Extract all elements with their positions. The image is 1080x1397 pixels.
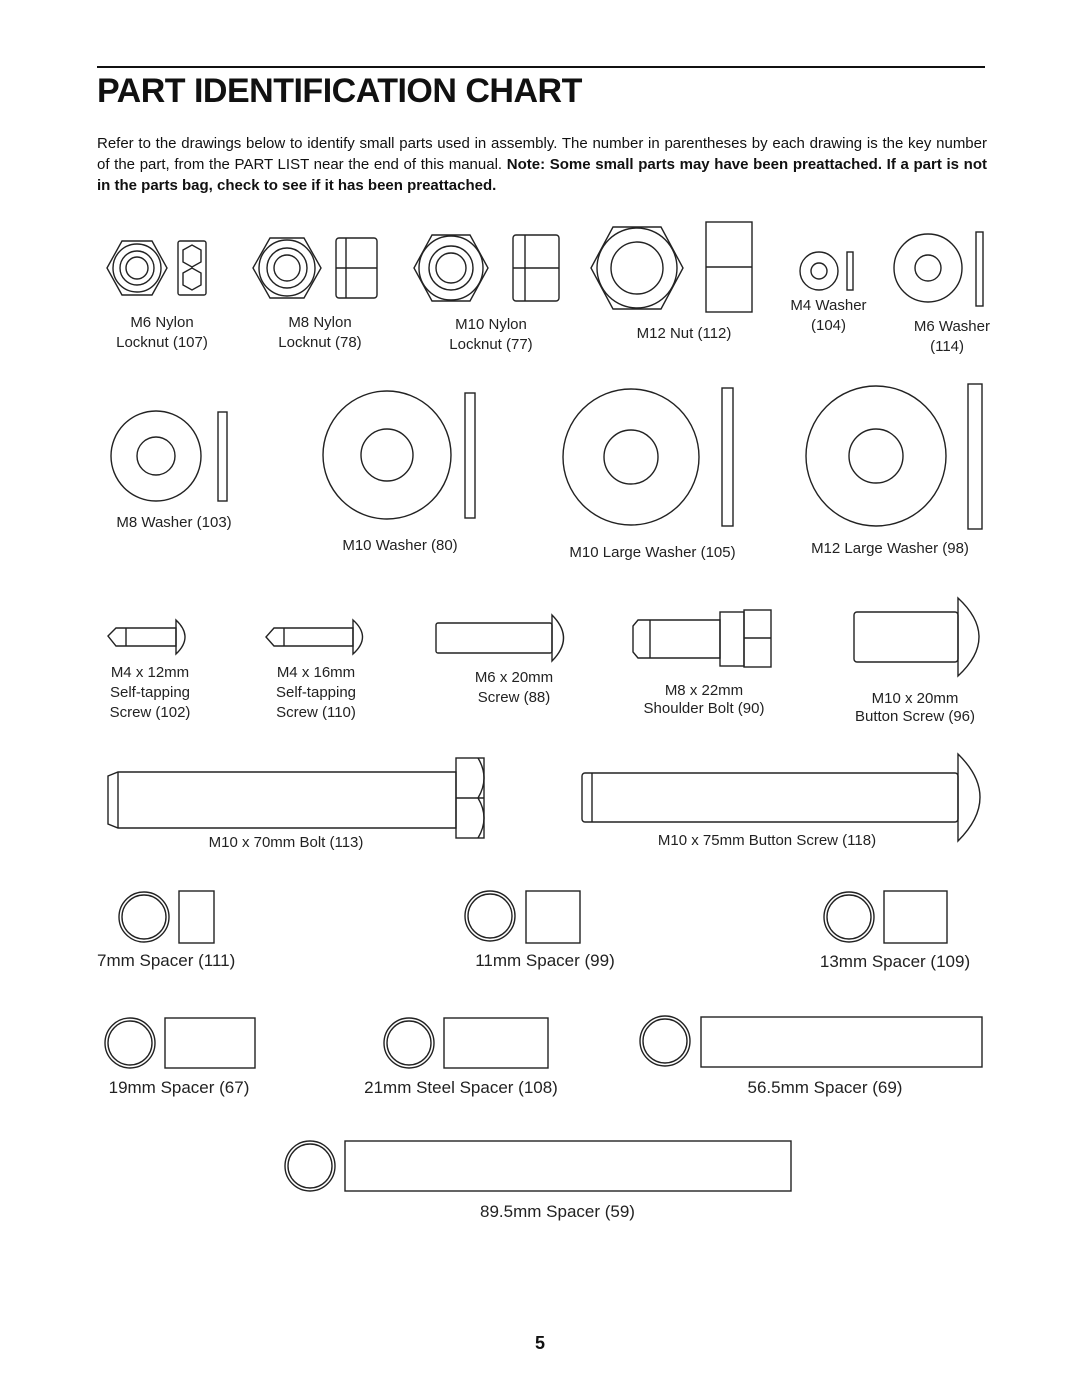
m12-large-washer-drawing: [805, 383, 983, 530]
m12-large-washer-label: M12 Large Washer (98): [811, 540, 969, 557]
m8-washer-drawing: [110, 410, 228, 502]
intro-text: Refer to the drawings below to identify …: [97, 135, 987, 173]
title-rule: [97, 66, 985, 68]
spacer-13mm-drawing: [823, 890, 948, 944]
m4-washer-drawing: [799, 251, 854, 291]
page-title: PART IDENTIFICATION CHART: [97, 72, 582, 110]
m4x12-screw-drawing: [107, 618, 186, 656]
intro-note: Note: Some small parts may have been pre…: [97, 156, 987, 194]
m8-nylon-locknut-drawing: [252, 237, 378, 299]
spacer-89-5mm-label: 89.5mm Spacer (59): [480, 1202, 635, 1221]
m10x75-button-screw-label: M10 x 75mm Button Screw (118): [657, 832, 877, 849]
spacer-7mm-drawing: [118, 890, 215, 944]
m10-washer-drawing: [322, 390, 476, 520]
m6-nylon-locknut-drawing: [106, 240, 207, 296]
spacer-21mm-steel-label: 21mm Steel Spacer (108): [364, 1078, 558, 1097]
m10x70-bolt-drawing: [107, 757, 485, 839]
m8x22-shoulder-bolt-drawing: [632, 609, 772, 668]
spacer-56-5mm-drawing: [639, 1015, 983, 1068]
m10x70-bolt-label: M10 x 70mm Bolt (113): [208, 834, 364, 851]
m10-large-washer-drawing: [562, 387, 734, 527]
spacer-11mm-drawing: [464, 890, 581, 944]
intro-paragraph: Refer to the drawings below to identify …: [97, 133, 987, 196]
spacer-19mm-label: 19mm Spacer (67): [108, 1078, 250, 1097]
m10x20-button-screw-drawing: [853, 596, 980, 678]
spacer-21mm-steel-drawing: [383, 1017, 549, 1069]
spacer-7mm-label: 7mm Spacer (111): [97, 951, 236, 970]
spacer-19mm-drawing: [104, 1017, 256, 1069]
page-number: 5: [534, 1333, 545, 1353]
m12-nut-drawing: [590, 221, 753, 313]
m6x20-screw-drawing: [435, 613, 565, 663]
spacer-13mm-label: 13mm Spacer (109): [819, 952, 971, 971]
spacer-89-5mm-drawing: [284, 1140, 792, 1192]
m4x16-screw-drawing: [265, 618, 364, 656]
m6-washer-label: M6 Washer(114): [913, 318, 990, 355]
m12-nut-label: M12 Nut (112): [636, 325, 732, 342]
m10-large-washer-label: M10 Large Washer (105): [569, 544, 736, 561]
m10-washer-label: M10 Washer (80): [342, 537, 458, 554]
spacer-11mm-label: 11mm Spacer (99): [475, 951, 615, 970]
m10x75-button-screw-drawing: [581, 752, 981, 843]
m6-washer-drawing: [893, 231, 984, 307]
m8-washer-label: M8 Washer (103): [116, 514, 232, 531]
m10-nylon-locknut-drawing: [413, 234, 560, 302]
m4-washer-label: M4 Washer(104): [790, 297, 867, 334]
spacer-56-5mm-label: 56.5mm Spacer (69): [747, 1078, 903, 1097]
